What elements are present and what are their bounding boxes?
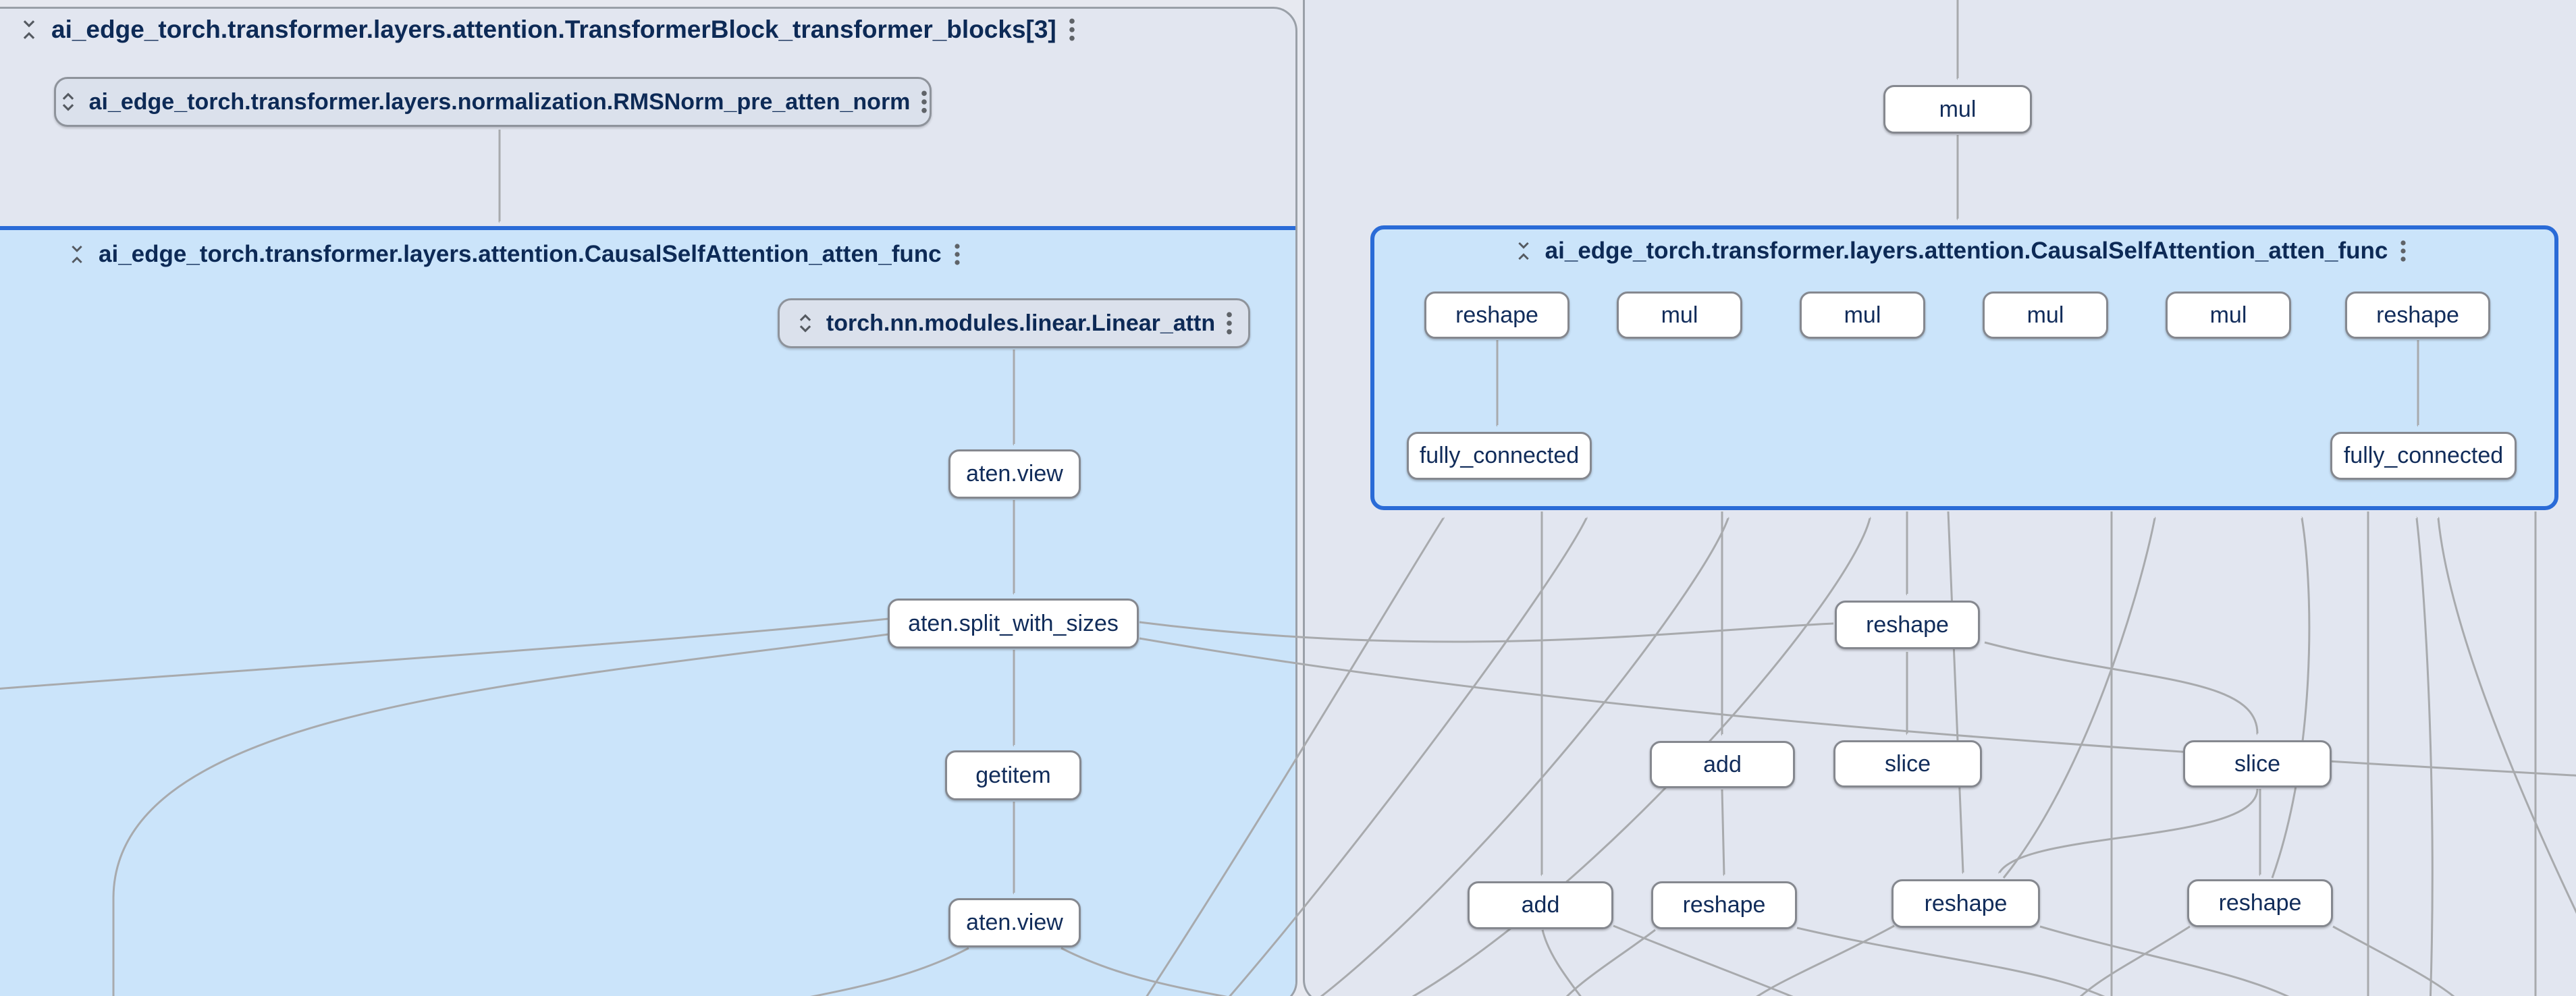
unfold-less-icon[interactable]: [1513, 240, 1534, 262]
op-node-aten-view-2[interactable]: aten.view: [948, 898, 1081, 947]
unfold-less-icon[interactable]: [18, 18, 41, 41]
op-node-aten-view-1[interactable]: aten.view: [948, 449, 1081, 499]
op-node-getitem[interactable]: getitem: [945, 750, 1081, 800]
transformer-block-header[interactable]: ai_edge_torch.transformer.layers.attenti…: [18, 12, 1077, 47]
op-label: reshape: [2218, 890, 2302, 916]
op-label: aten.split_with_sizes: [908, 610, 1119, 636]
more-vert-icon[interactable]: [2398, 239, 2408, 263]
op-label: fully_connected: [1419, 443, 1580, 468]
op-label: mul: [1939, 96, 1977, 122]
op-node-mul-row4[interactable]: mul: [2166, 292, 2291, 339]
op-node-mul-row3[interactable]: mul: [1983, 292, 2108, 339]
op-label: add: [1703, 751, 1742, 777]
op-node-reshape-bottom-1[interactable]: reshape: [1651, 881, 1797, 929]
op-node-add-mid[interactable]: add: [1650, 741, 1795, 788]
op-node-reshape-bottom-3[interactable]: reshape: [2187, 879, 2333, 927]
op-node-fully-connected-2[interactable]: fully_connected: [2330, 432, 2517, 480]
transformer-block-title: ai_edge_torch.transformer.layers.attenti…: [51, 16, 1056, 43]
op-node-reshape-bottom-2[interactable]: reshape: [1891, 879, 2040, 928]
op-node-reshape-mid[interactable]: reshape: [1835, 601, 1980, 649]
op-label: slice: [2234, 750, 2281, 777]
unfold-less-icon[interactable]: [66, 244, 88, 265]
op-label: mul: [1844, 302, 1881, 328]
op-node-reshape-row1[interactable]: reshape: [1424, 292, 1569, 339]
layer-node-linear-attn[interactable]: torch.nn.modules.linear.Linear_attn: [778, 298, 1250, 348]
more-vert-icon[interactable]: [1225, 310, 1234, 336]
more-vert-icon[interactable]: [919, 89, 929, 115]
op-label: add: [1521, 892, 1560, 918]
layer-node-label: torch.nn.modules.linear.Linear_attn: [826, 310, 1216, 336]
op-node-mul-row2[interactable]: mul: [1800, 292, 1925, 339]
op-node-fully-connected-1[interactable]: fully_connected: [1407, 432, 1592, 480]
op-label: reshape: [1924, 890, 2008, 916]
op-label: aten.view: [966, 461, 1063, 487]
op-node-slice-2[interactable]: slice: [2183, 740, 2332, 787]
op-label: fully_connected: [2343, 443, 2504, 468]
op-label: reshape: [2376, 302, 2459, 328]
op-label: mul: [2027, 302, 2064, 328]
layer-node-label: ai_edge_torch.transformer.layers.normali…: [88, 88, 911, 115]
op-node-split-with-sizes[interactable]: aten.split_with_sizes: [888, 599, 1139, 648]
op-label: mul: [1661, 302, 1698, 328]
unfold-more-icon[interactable]: [57, 90, 80, 113]
op-node-mul-row1[interactable]: mul: [1617, 292, 1742, 339]
op-label: mul: [2209, 302, 2247, 328]
op-label: reshape: [1682, 892, 1766, 918]
op-label: reshape: [1866, 611, 1949, 638]
causal-self-attention-left-header[interactable]: ai_edge_torch.transformer.layers.attenti…: [66, 238, 962, 271]
op-node-add-bottom[interactable]: add: [1468, 881, 1613, 929]
op-label: slice: [1884, 750, 1931, 777]
op-label: aten.view: [966, 910, 1063, 935]
causal-self-attention-right-title: ai_edge_torch.transformer.layers.attenti…: [1545, 238, 2388, 264]
causal-self-attention-right-header[interactable]: ai_edge_torch.transformer.layers.attenti…: [1370, 235, 2550, 267]
op-label: getitem: [975, 762, 1051, 788]
op-node-slice-1[interactable]: slice: [1833, 740, 1982, 787]
causal-self-attention-left-title: ai_edge_torch.transformer.layers.attenti…: [99, 241, 942, 267]
op-node-reshape-row2[interactable]: reshape: [2345, 292, 2490, 339]
op-label: reshape: [1455, 302, 1538, 328]
op-node-mul-top[interactable]: mul: [1883, 85, 2032, 134]
more-vert-icon[interactable]: [952, 242, 962, 267]
more-vert-icon[interactable]: [1067, 17, 1077, 43]
layer-node-rmsnorm[interactable]: ai_edge_torch.transformer.layers.normali…: [54, 77, 932, 127]
unfold-more-icon[interactable]: [794, 312, 817, 335]
